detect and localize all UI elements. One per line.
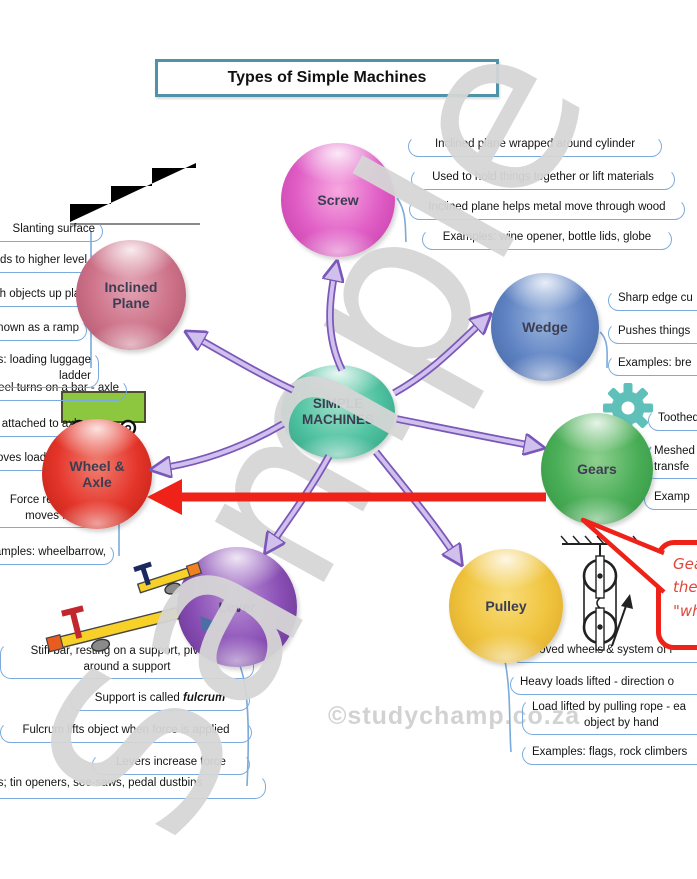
seesaw-icon [45,561,216,653]
node-wheel-axle: Wheel & Axle [42,419,152,529]
arrow-center-to-pulley [374,450,459,561]
node-wheel-axle-label: Wheel & Axle [69,457,125,490]
fact-inclined-1: Slanting surface [0,221,103,242]
branch-arrows [156,266,539,561]
fact-wheel-axle-5: Examples: wheelbarrow, [0,544,114,565]
node-inclined-plane: Inclined Plane [76,240,186,350]
fact-pulley-2: Heavy loads lifted - direction o [510,674,697,695]
node-wedge: Wedge [491,273,599,381]
fact-pulley-3: Load lifted by pulling rope - ea object … [522,699,697,735]
page-title-text: Types of Simple Machines [227,69,427,86]
fact-inclined-5: Examples: loading luggage ladder [0,352,99,388]
arrow-layer [147,0,666,594]
fact-screw-4: Examples: wine opener, bottle lids, glob… [422,229,672,250]
speech-bubble-tail [580,517,666,594]
fact-lever-5: Examples; tin openers, see-saws, pedal d… [0,775,266,799]
arrow-center-to-screw [330,266,342,371]
arrow-center-to-gears [396,417,539,447]
fact-gears-1: Toothed [648,410,697,431]
fact-screw-2: Used to hold things together or lift mat… [411,169,675,190]
fact-lever-2: Support is called fulcrum [70,690,250,711]
arrow-center-to-wedge [393,317,487,395]
fact-gears-2: Meshed transfe [644,443,697,479]
arrow-center-to-inclined-plane [190,334,294,392]
node-simple-machines-label: SIMPLE MACHINES [301,396,374,427]
arrow-center-to-wheel-axle [156,422,285,469]
node-pulley-label: Pulley [485,597,527,614]
fact-screw-3: Inclined plane helps metal move through … [409,199,685,220]
fact-inclined-4: Also known as a ramp [0,320,87,341]
node-inclined-plane-label: Inclined Plane [104,278,158,311]
node-gears: Gears [541,413,653,525]
fact-wedge-2: Pushes things [608,323,697,344]
node-simple-machines: SIMPLE MACHINES [281,365,395,459]
node-gears-label: Gears [577,460,617,477]
node-wedge-label: Wedge [522,318,568,335]
gears-speech-bubble: Gears the "wh [656,540,697,650]
fact-gears-3: Examp [644,489,697,510]
fact-screw-1: Inclined plane wrapped around cylinder [408,136,662,157]
site-watermark: ©studychamp.co.za [328,702,581,730]
node-lever-label: Lever [218,598,256,615]
arrow-center-to-lever [268,455,331,549]
node-screw: Screw [281,143,395,257]
stairs-icon [70,163,200,225]
fact-lever-3: Fulcrum lifts object when force is appli… [0,722,252,743]
node-screw-label: Screw [317,191,359,208]
red-arrow-gears-to-wheel-axle [147,479,546,515]
fact-pulley-4: Examples: flags, rock climbers [522,744,697,765]
fact-lever-4: Levers increase force [92,754,250,775]
node-pulley: Pulley [449,549,563,663]
page-title: Types of Simple Machines [155,59,499,97]
fact-wedge-1: Sharp edge cu [608,290,697,311]
fact-wedge-3: Examples: bre [608,355,697,376]
